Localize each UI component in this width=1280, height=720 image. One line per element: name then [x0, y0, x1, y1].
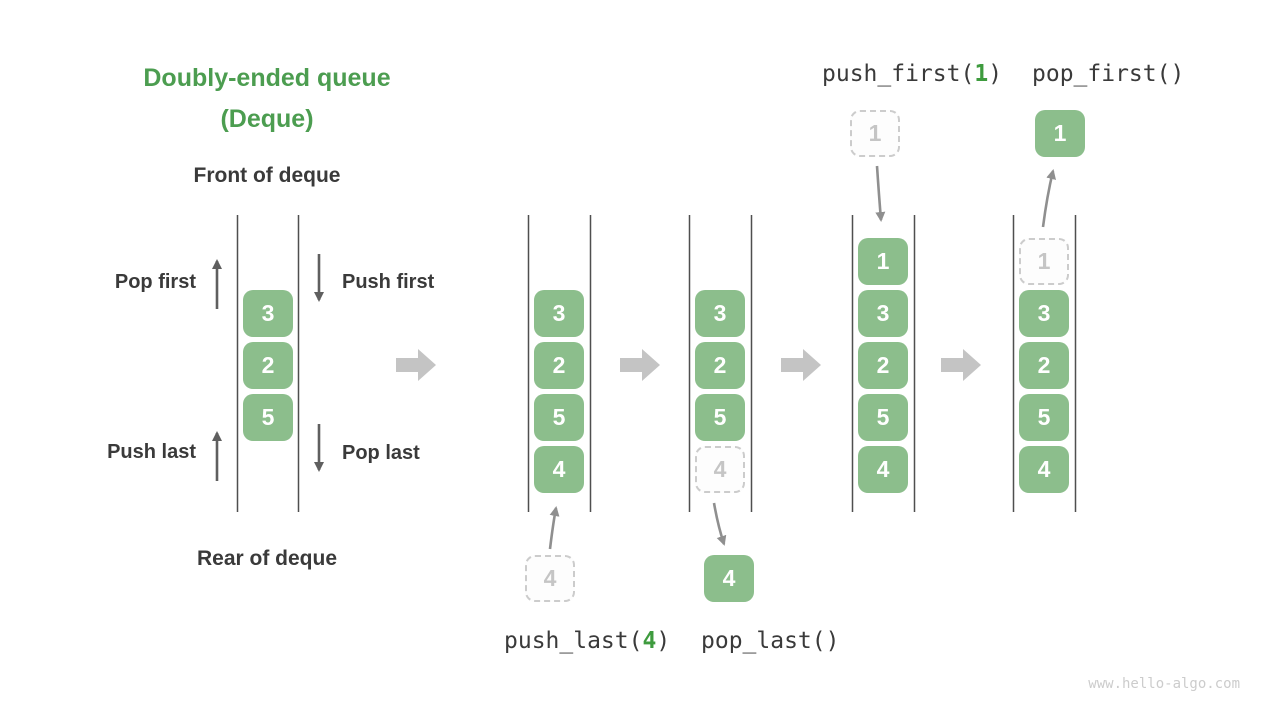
deque-cell: 2	[858, 342, 908, 389]
op-text: push_first(	[822, 61, 975, 87]
push-first-in-arrow-icon	[875, 165, 886, 222]
push-pop-curved-arrows	[548, 165, 1056, 550]
push-first-source-cell: 1	[850, 110, 900, 157]
watermark: www.hello-algo.com	[1088, 676, 1240, 692]
push-first-label: Push first	[342, 271, 435, 293]
transition-arrows	[396, 349, 981, 381]
deque-cell: 3	[695, 290, 745, 337]
deque-cell: 3	[243, 290, 293, 337]
op-arg: 4	[642, 628, 657, 654]
push-last-label: Push last	[107, 441, 196, 463]
deque-cell: 2	[243, 342, 293, 389]
push-last-source-cell: 4	[525, 555, 575, 602]
deque-container-walls	[236, 215, 1077, 512]
op-text: push_last(	[504, 628, 643, 654]
title-line-2: (Deque)	[220, 105, 314, 133]
pop-last-op-label: pop_last()	[701, 628, 839, 654]
deque-cell: 3	[858, 290, 908, 337]
transition-arrow-icon	[620, 349, 660, 381]
pop-first-op-label: pop_first()	[1032, 61, 1184, 87]
deque-cell: 4	[858, 446, 908, 493]
transition-arrow-icon	[781, 349, 821, 381]
pop-last-label: Pop last	[342, 442, 420, 464]
push-first-op-label: push_first(1)	[822, 61, 1002, 87]
deque-cell: 5	[695, 394, 745, 441]
transition-arrow-icon	[396, 349, 436, 381]
op-text: pop_first()	[1032, 61, 1185, 87]
pop-first-result-cell: 1	[1035, 110, 1085, 157]
removed-cell-placeholder: 4	[695, 446, 745, 493]
deque-cell: 5	[243, 394, 293, 441]
op-arg: 1	[974, 61, 989, 87]
deque-cell: 5	[534, 394, 584, 441]
op-text: pop_last()	[701, 628, 840, 654]
pop-first-out-arrow-icon	[1041, 169, 1056, 228]
pop-last-out-arrow-icon	[712, 502, 727, 546]
transition-arrow-icon	[941, 349, 981, 381]
title-line-1: Doubly-ended queue	[143, 64, 391, 92]
deque-cell: 5	[1019, 394, 1069, 441]
diagram-title: Doubly-ended queue (Deque)	[97, 58, 437, 140]
deque-cell: 4	[534, 446, 584, 493]
removed-cell-placeholder: 1	[1019, 238, 1069, 285]
deque-cell: 4	[1019, 446, 1069, 493]
deque-cell: 2	[695, 342, 745, 389]
deque-cell: 5	[858, 394, 908, 441]
push-last-in-arrow-icon	[548, 506, 560, 550]
op-text: )	[988, 61, 1003, 87]
deque-cell: 3	[1019, 290, 1069, 337]
deque-cell: 1	[858, 238, 908, 285]
op-text: )	[656, 628, 671, 654]
front-of-deque-label: Front of deque	[193, 164, 341, 187]
deque-cell: 3	[534, 290, 584, 337]
deque-cell: 2	[1019, 342, 1069, 389]
push-last-op-label: push_last(4)	[504, 628, 670, 654]
left-op-arrows	[212, 254, 324, 481]
pop-first-label: Pop first	[114, 271, 196, 293]
pop-last-result-cell: 4	[704, 555, 754, 602]
rear-of-deque-label: Rear of deque	[196, 547, 338, 570]
deque-cell: 2	[534, 342, 584, 389]
